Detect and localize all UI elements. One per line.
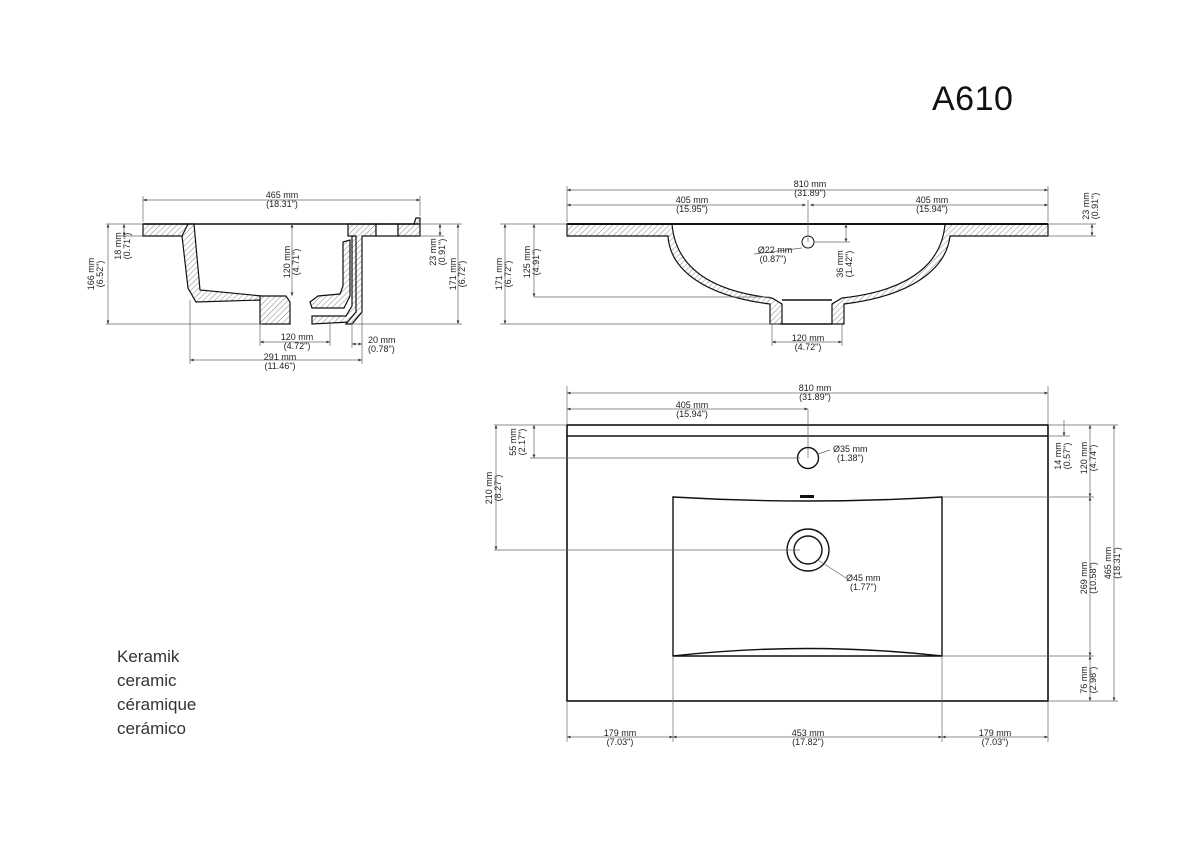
- side-bowl-in: (11.46"): [264, 361, 295, 371]
- side-drain-in: (4.72"): [284, 341, 311, 351]
- plan-bowl-length-mm: 269 mm: [1079, 562, 1089, 595]
- plan-right-margin-mm: 179 mm: [979, 728, 1012, 738]
- model-title: A610: [932, 80, 1014, 118]
- plan-drain-dia-mm: Ø45 mm: [846, 573, 881, 583]
- side-rim-right-in: (0.91"): [437, 239, 447, 266]
- plan-width-mm: 810 mm: [799, 383, 832, 393]
- front-overflow-dia-in: (0.87"): [760, 254, 787, 264]
- front-overflow-depth-mm: 36 mm: [835, 250, 845, 278]
- plan-left-margin-in: (7.03"): [607, 737, 634, 747]
- plan-ledge-in: (0.57"): [1062, 443, 1072, 470]
- front-section-view: 810 mm (31.89") 405 mm (15.95") 405 mm (…: [494, 179, 1100, 352]
- front-width-in: (31.89"): [794, 188, 826, 198]
- plan-front-margin-in: (2.98"): [1088, 667, 1098, 694]
- front-height-in: (6.72"): [503, 261, 513, 288]
- plan-back-bowl-mm: 120 mm: [1079, 442, 1089, 475]
- material-de: Keramik: [117, 647, 180, 666]
- plan-ledge-mm: 14 mm: [1053, 442, 1063, 470]
- front-overflow-dia-mm: Ø22 mm: [758, 245, 793, 255]
- front-bowl-mm: 125 mm: [522, 246, 532, 279]
- side-rim-left-in: (0.71"): [122, 233, 132, 260]
- plan-tap-dia-in: (1.38"): [837, 453, 864, 463]
- plan-drain-back-in: (8.27"): [493, 475, 503, 502]
- front-right-half-mm: 405 mm: [916, 195, 949, 205]
- plan-tap-offset-mm: 405 mm: [676, 400, 709, 410]
- side-section-view: 465 mm (18.31") 166 mm (6.52") 18 mm (0.…: [86, 190, 467, 371]
- front-right-half-in: (15.94"): [916, 204, 948, 214]
- plan-back-bowl-in: (4.74"): [1088, 445, 1098, 472]
- side-rim-left-mm: 18 mm: [113, 232, 123, 260]
- plan-tap-back-in: (2.17"): [517, 429, 527, 456]
- front-width-mm: 810 mm: [794, 179, 827, 189]
- plan-left-margin-mm: 179 mm: [604, 728, 637, 738]
- side-overflow-in: (0.78"): [368, 344, 395, 354]
- plan-tap-offset-in: (15.94"): [676, 409, 708, 419]
- side-bowl-mm: 291 mm: [264, 352, 297, 362]
- plan-depth-mm: 465 mm: [1103, 547, 1113, 580]
- plan-width-in: (31.89"): [799, 392, 831, 402]
- front-left-half-mm: 405 mm: [676, 195, 709, 205]
- plan-depth-in: (18.31"): [1112, 547, 1122, 579]
- front-overflow-depth-in: (1.42"): [844, 251, 854, 278]
- front-drain-in: (4.72"): [795, 342, 822, 352]
- side-height-left-in: (6.52"): [95, 261, 105, 288]
- material-fr: céramique: [117, 695, 197, 714]
- material-list: Keramik ceramic céramique cerámico: [117, 645, 196, 741]
- plan-right-margin-in: (7.03"): [982, 737, 1009, 747]
- front-drain-mm: 120 mm: [792, 333, 825, 343]
- plan-drain-back-mm: 210 mm: [484, 472, 494, 505]
- side-height-right-in: (6.72"): [457, 261, 467, 288]
- side-height-left-mm: 166 mm: [86, 258, 96, 291]
- side-overflow-mm: 20 mm: [368, 335, 396, 345]
- plan-bowl-width-in: (17.82"): [792, 737, 824, 747]
- side-depth-mm: 120 mm: [282, 246, 292, 279]
- plan-front-margin-mm: 76 mm: [1079, 666, 1089, 694]
- plan-view: 810 mm (31.89") 405 mm (15.94") 55 mm (2…: [484, 383, 1122, 747]
- front-bowl-in: (4.91"): [531, 249, 541, 276]
- front-rim-mm: 23 mm: [1081, 192, 1091, 220]
- side-height-right-mm: 171 mm: [448, 258, 458, 291]
- side-width-mm: 465 mm: [266, 190, 299, 200]
- side-rim-right-mm: 23 mm: [428, 238, 438, 266]
- side-depth-in: (4.71"): [291, 249, 301, 276]
- material-en: ceramic: [117, 671, 177, 690]
- plan-drain-dia-in: (1.77"): [850, 582, 877, 592]
- plan-bowl-length-in: (10.58"): [1088, 562, 1098, 594]
- plan-bowl-width-mm: 453 mm: [792, 728, 825, 738]
- material-es: cerámico: [117, 719, 186, 738]
- front-left-half-in: (15.95"): [676, 204, 708, 214]
- side-width-in: (18.31"): [266, 199, 298, 209]
- plan-tap-back-mm: 55 mm: [508, 428, 518, 456]
- side-drain-mm: 120 mm: [281, 332, 314, 342]
- front-rim-in: (0.91"): [1090, 193, 1100, 220]
- front-height-mm: 171 mm: [494, 258, 504, 291]
- plan-tap-dia-mm: Ø35 mm: [833, 444, 868, 454]
